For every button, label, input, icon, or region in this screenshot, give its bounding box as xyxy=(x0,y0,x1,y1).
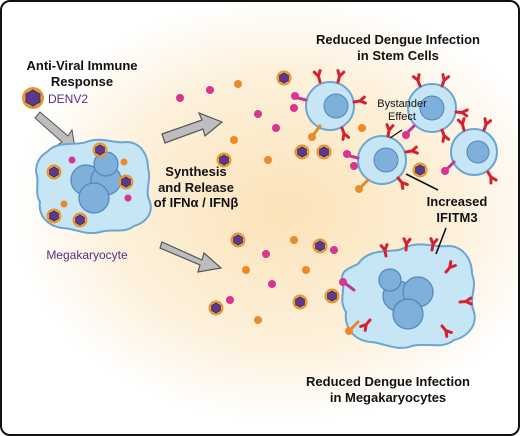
ifitm3-label: Increased IFITM3 xyxy=(426,194,488,225)
megakaryocyte-cell-right xyxy=(339,237,476,349)
denv2-virus-icon xyxy=(22,87,44,109)
bystander-pointer xyxy=(389,129,403,139)
denv2-label: DENV2 xyxy=(48,92,89,106)
stem-cell-1 xyxy=(291,69,367,141)
megakaryocytes-title: Reduced Dengue Infection in Megakaryocyt… xyxy=(306,374,470,405)
stem-cells-title: Reduced Dengue Infection in Stem Cells xyxy=(316,32,480,63)
bystander-label: Bystander Effect xyxy=(377,98,427,124)
ifitm3-pointer-upper xyxy=(405,173,439,191)
megakaryocyte-label: Megakaryocyte xyxy=(46,248,128,262)
arrow-lower xyxy=(159,241,223,273)
left-title: Anti-Viral Immune Response xyxy=(26,58,138,89)
stem-cell-3 xyxy=(343,123,419,193)
stem-cell-4 xyxy=(441,117,498,185)
arrow-upper xyxy=(161,111,224,144)
ifitm3-pointer-lower xyxy=(435,227,447,255)
synthesis-label: Synthesis and Release of IFNα / IFNβ xyxy=(153,164,239,211)
stem-cell-2 xyxy=(402,73,469,143)
megakaryocyte-cell-left xyxy=(34,138,152,235)
